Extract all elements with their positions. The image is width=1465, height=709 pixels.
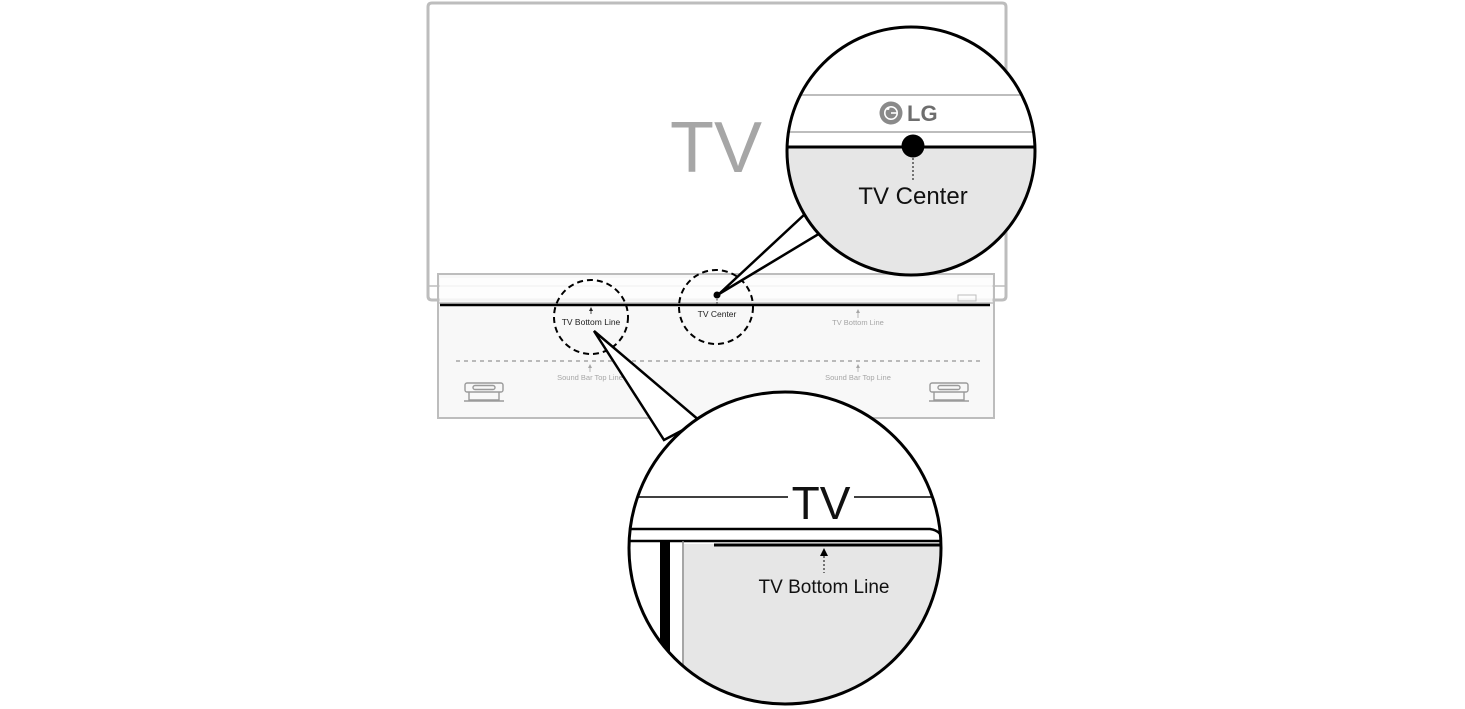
callout-circle-center xyxy=(678,269,754,345)
callout-circle-bottom-line xyxy=(553,279,629,355)
zoom-top-label: TV Center xyxy=(858,183,967,210)
bracket-left-icon xyxy=(464,382,504,402)
small-arrows xyxy=(588,307,860,372)
zoom-bottom-tv-label-bg xyxy=(788,478,854,516)
label-tv-center-small: TV Center xyxy=(698,309,737,319)
label-soundbar-top-line-right: Sound Bar Top Line xyxy=(825,373,891,382)
lg-logo-icon: LG xyxy=(879,101,938,126)
zoom-circle-bottom xyxy=(627,390,943,706)
label-tv-bottom-line-left: TV Bottom Line xyxy=(562,317,621,327)
tv-center-dot-large xyxy=(901,134,925,158)
bracket-right-icon xyxy=(929,382,969,402)
lg-logo-text: LG xyxy=(907,101,938,126)
zoom-bottom-label: TV Bottom Line xyxy=(759,577,890,598)
zoom-bottom-tv-label: TV xyxy=(792,477,851,529)
tv-label: TV xyxy=(670,108,762,188)
soundbar-panel xyxy=(437,273,995,419)
label-tv-bottom-line-right: TV Bottom Line xyxy=(832,318,884,327)
arrow-up-icon xyxy=(820,548,828,556)
label-soundbar-top-line-left: Sound Bar Top Line xyxy=(557,373,623,382)
